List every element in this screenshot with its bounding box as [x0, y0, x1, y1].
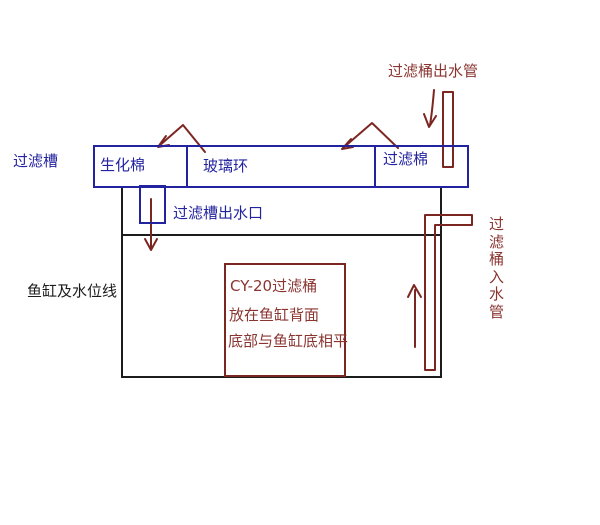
filter-cotton-label: 过滤棉 — [383, 150, 429, 168]
filter-bucket-box — [224, 263, 346, 377]
outlet-pipe-label: 过滤桶出水管 — [388, 62, 479, 80]
bucket-note-line-1: CY-20过滤桶 — [230, 277, 318, 295]
trough-outlet-label: 过滤槽出水口 — [173, 204, 264, 222]
fish-tank-outline — [121, 187, 442, 378]
biochemical-cotton-label: 生化棉 — [100, 156, 146, 174]
trough-outlet-box — [139, 185, 166, 224]
fish-tank-water-level-label: 鱼缸及水位线 — [27, 282, 118, 300]
inlet-pipe-shape — [424, 214, 473, 371]
trough-divider-1 — [186, 147, 188, 186]
bucket-note-line-2: 放在鱼缸背面 — [229, 306, 320, 324]
outlet-pipe-down-arrow — [423, 89, 437, 128]
glass-rings-label: 玻璃环 — [203, 157, 249, 175]
trough-divider-2 — [374, 147, 376, 186]
outlet-pipe-shape — [442, 91, 454, 168]
tank-up-arrow — [407, 284, 422, 348]
filter-trough-label: 过滤槽 — [13, 152, 59, 170]
bucket-note-line-3: 底部与鱼缸底相平 — [228, 332, 349, 350]
filter-trough-box — [93, 145, 469, 188]
inlet-pipe-label: 过滤桶入水管 — [489, 215, 505, 321]
trough-flow-arrow-right — [341, 122, 399, 150]
